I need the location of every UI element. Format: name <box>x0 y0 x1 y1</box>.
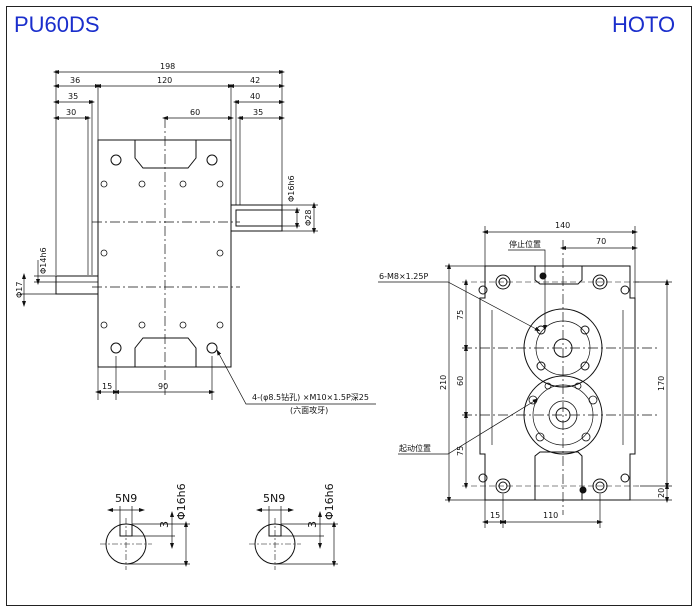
dim-110: 110 <box>543 511 558 520</box>
dim-30: 30 <box>66 108 76 117</box>
keyway-left-dia: Φ16h6 <box>175 483 188 520</box>
front-right-shaft <box>235 209 283 227</box>
hole-note-sub: (六面攻牙) <box>290 405 328 415</box>
dim-20: 20 <box>657 488 666 498</box>
dim-shaft-left-dia: Φ14h6 <box>39 247 48 274</box>
front-hole <box>206 342 218 354</box>
front-right-shaft-body <box>230 204 283 232</box>
stop-position-label: 停止位置 <box>509 239 541 249</box>
dim-35-right: 35 <box>253 108 263 117</box>
dim-70: 70 <box>596 237 606 246</box>
dim-15: 15 <box>102 382 112 391</box>
side-body-outline <box>479 265 636 501</box>
dim-140: 140 <box>555 221 570 230</box>
dim-198: 198 <box>160 62 175 71</box>
keyway-right: 5N9 3 Φ16h6 <box>249 483 338 570</box>
start-position-label: 起动位置 <box>399 443 431 453</box>
keyway-right-width: 5N9 <box>263 492 285 505</box>
dim-60-side: 60 <box>456 376 465 386</box>
front-dimension-lines <box>20 70 376 405</box>
dim-170: 170 <box>657 376 666 391</box>
keyway-left-depth: 3 <box>158 521 171 528</box>
dim-shaft-right-dia: Φ16h6 <box>287 175 296 202</box>
side-view <box>462 240 660 515</box>
front-top-notch <box>134 140 197 169</box>
dim-210: 210 <box>439 375 448 390</box>
dim-15-side: 15 <box>490 511 500 520</box>
front-hole <box>110 154 122 166</box>
front-view <box>55 118 283 395</box>
front-hole <box>206 154 218 166</box>
hole-note: 4-(φ8.5钻孔) ×M10×1.5P深25 <box>252 392 369 402</box>
drawing-frame <box>6 6 692 606</box>
keyway-right-depth: 3 <box>306 521 319 528</box>
dim-body-left-dia: Φ17 <box>15 282 24 298</box>
keyway-left: 5N9 3 Φ16h6 <box>100 483 190 570</box>
dim-35: 35 <box>68 92 78 101</box>
front-hole <box>110 342 122 354</box>
dim-42: 42 <box>250 76 260 85</box>
dim-90: 90 <box>158 382 168 391</box>
keyway-left-width: 5N9 <box>115 492 137 505</box>
side-dimension-lines <box>378 226 672 528</box>
front-bottom-notch <box>134 337 197 367</box>
dim-40: 40 <box>250 92 260 101</box>
dim-36: 36 <box>70 76 80 85</box>
dim-75-bottom: 75 <box>456 446 465 456</box>
dim-120: 120 <box>157 76 172 85</box>
brand-title: HOTO <box>612 12 676 37</box>
side-top-pocket <box>534 266 583 285</box>
dim-60: 60 <box>190 108 200 117</box>
side-dimension-text: 140 70 停止位置 6-M8×1.25P 起动位置 210 75 60 75… <box>379 221 666 520</box>
front-dimension-text: 198 36 35 30 120 60 42 40 35 Φ16h6 Φ28 Φ… <box>15 62 369 415</box>
tap-note: 6-M8×1.25P <box>379 272 428 281</box>
front-body-outline <box>97 139 232 368</box>
front-left-shaft <box>55 275 99 295</box>
side-bottom-pocket <box>534 451 583 500</box>
model-title: PU60DS <box>14 12 100 37</box>
dim-body-right-dia: Φ28 <box>304 210 313 226</box>
dim-75-top: 75 <box>456 310 465 320</box>
keyway-right-dia: Φ16h6 <box>323 483 336 520</box>
